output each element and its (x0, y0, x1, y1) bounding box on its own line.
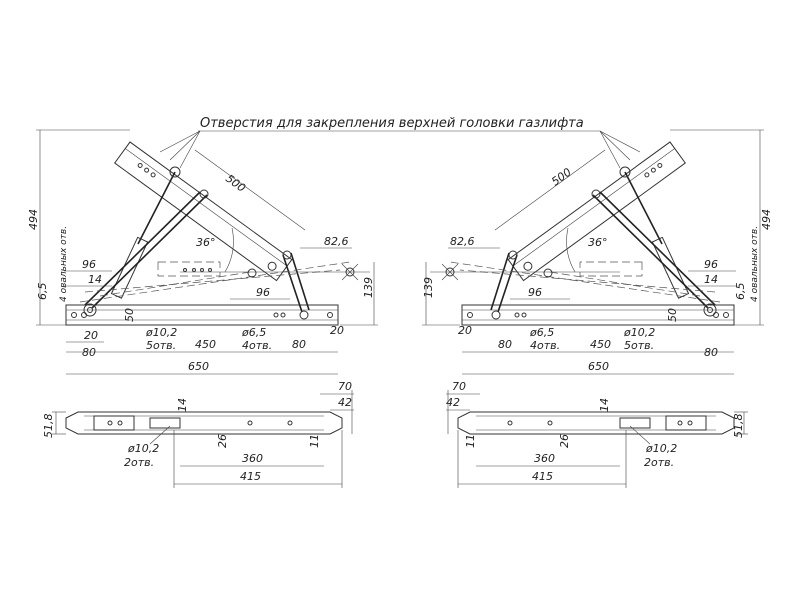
dim-96-mid: 96 (528, 286, 542, 299)
mount-hole (327, 312, 333, 318)
dim-139: 139 (422, 277, 435, 298)
dim-82-6: 82,6 (450, 235, 475, 248)
dim-4-oval-holes: 4 овальных отв. (750, 226, 760, 302)
leader-line (159, 130, 201, 153)
lid-arm (507, 141, 686, 282)
dim-14: 14 (598, 398, 611, 412)
dim-5-holes: 5отв. (146, 339, 176, 352)
dim-hole-6-5: ø6,5 (241, 326, 266, 339)
dim-42: 42 (446, 396, 460, 409)
dim-2-holes: 2отв. (644, 456, 674, 469)
mount-hole (81, 312, 87, 318)
dim-6-5: 6,5 (734, 283, 747, 301)
dim-500: 500 (549, 166, 574, 189)
dim-14: 14 (704, 273, 718, 286)
dim-14: 14 (176, 398, 189, 412)
leader-line (179, 130, 201, 169)
dim-4-oval-holes: 4 овальных отв. (59, 226, 69, 302)
dim-36: 36° (196, 236, 216, 249)
right-mechanism (422, 129, 764, 375)
dim-hole-10-2: ø10,2 (623, 326, 655, 339)
dim-415: 415 (240, 470, 261, 483)
dim-80-left: 80 (498, 338, 512, 351)
dim-360: 360 (242, 452, 263, 465)
left-mechanism (65, 141, 370, 326)
dim-26: 26 (216, 434, 229, 448)
dim-50: 50 (123, 308, 136, 322)
dim-70: 70 (338, 380, 352, 393)
dim-450: 450 (590, 338, 611, 351)
dim-42: 42 (338, 396, 352, 409)
base-rail (461, 304, 735, 326)
dim-hole-10-2: ø10,2 (127, 442, 159, 455)
leader-line (599, 130, 631, 161)
dim-51-8: 51,8 (732, 414, 745, 439)
leader-line (599, 130, 641, 153)
rail-plan (65, 411, 343, 435)
mount-hole (280, 312, 286, 318)
right-dimensions: 494 500 36° 82,6 139 96 14 6,5 4 овальны… (422, 166, 773, 373)
dim-2-holes: 2отв. (124, 456, 154, 469)
dim-4-holes: 4отв. (530, 339, 560, 352)
dim-20: 20 (458, 324, 472, 337)
dim-20-right: 20 (330, 324, 344, 337)
dim-80-left: 80 (82, 346, 96, 359)
gas-lift-rod (624, 171, 663, 245)
dim-hole-10-2: ø10,2 (645, 442, 677, 455)
dim-11: 11 (308, 434, 321, 448)
dim-96-mid: 96 (256, 286, 270, 299)
leader-line (599, 130, 621, 169)
dim-96-top: 96 (704, 258, 718, 271)
dim-415: 415 (532, 470, 553, 483)
dim-20-left: 20 (84, 329, 98, 342)
left-dimensions: 494 500 36° 82,6 139 96 14 6,5 4 овальны… (27, 129, 378, 375)
dim-hole-6-5: ø6,5 (529, 326, 554, 339)
rail-plan (457, 411, 735, 435)
dim-82-6: 82,6 (324, 235, 349, 248)
base-rail (65, 304, 339, 326)
dim-50: 50 (666, 308, 679, 322)
dim-80-right: 80 (292, 338, 306, 351)
folded-position (79, 261, 351, 303)
bottom-right-view: 51,8 70 42 14 26 11 ø10,2 2отв. 360 415 (446, 380, 748, 488)
dim-5-holes: 5отв. (624, 339, 654, 352)
lid-arm (114, 141, 293, 282)
drawing-title: Отверстия для закрепления верхней головк… (200, 116, 584, 131)
dim-4-holes: 4отв. (242, 339, 272, 352)
dim-26: 26 (558, 434, 571, 448)
leader-line (169, 130, 201, 161)
link-arm (91, 194, 208, 309)
mount-hole (273, 312, 279, 318)
mount-hole (71, 312, 77, 318)
gas-lift-rod (137, 171, 176, 245)
dim-494: 494 (27, 209, 40, 230)
dim-80-right: 80 (704, 346, 718, 359)
rear-link (282, 254, 303, 313)
dim-36: 36° (588, 236, 608, 249)
dim-650: 650 (588, 360, 609, 373)
dim-11: 11 (464, 434, 477, 448)
dim-70: 70 (452, 380, 466, 393)
dim-500: 500 (223, 172, 248, 195)
dim-650: 650 (188, 360, 209, 373)
dim-51-8: 51,8 (42, 414, 55, 439)
dim-450: 450 (195, 338, 216, 351)
dim-360: 360 (534, 452, 555, 465)
bottom-left-view: 51,8 70 42 14 26 11 ø10,2 2отв. 360 415 (42, 380, 354, 488)
dim-hole-10-2: ø10,2 (145, 326, 177, 339)
dim-96-top: 96 (82, 258, 96, 271)
dim-14: 14 (88, 273, 102, 286)
dim-139: 139 (362, 277, 375, 298)
dim-6-5: 6,5 (36, 283, 49, 301)
dim-494: 494 (760, 209, 773, 230)
